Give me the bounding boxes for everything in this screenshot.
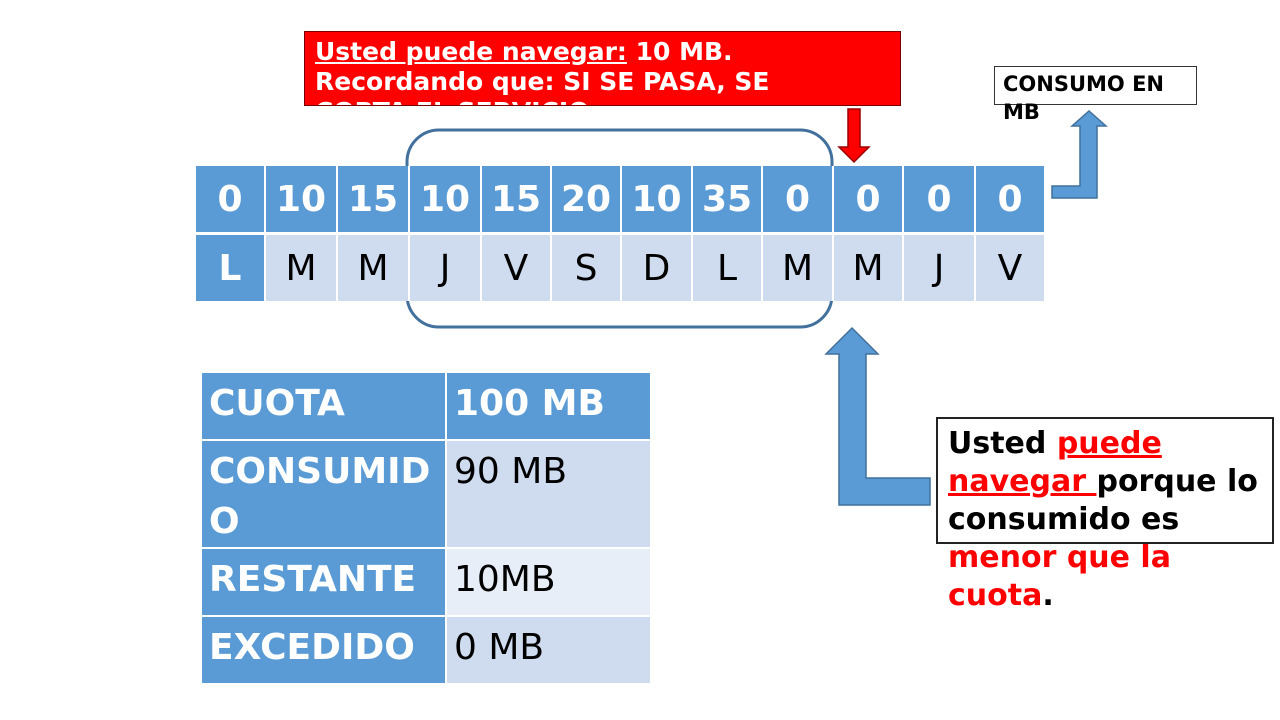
value-cell: 10 xyxy=(265,166,338,234)
day-row: L M M J V S D L M M J V xyxy=(196,232,1046,301)
note-highlight-navegar: puede navegar xyxy=(948,426,1162,499)
day-cell: V xyxy=(481,232,552,301)
note-text-1: Usted xyxy=(948,426,1057,461)
remaining-key: RESTANTE xyxy=(200,547,447,617)
day-cell: L xyxy=(692,232,763,301)
value-cell: 15 xyxy=(337,166,410,234)
day-cell: M xyxy=(833,232,904,301)
consumption-row: 0 10 15 10 15 20 10 35 0 0 0 0 xyxy=(196,166,1046,234)
banner-line-3: CORTA EL SERVICIO xyxy=(315,97,890,105)
value-cell: 0 xyxy=(975,166,1046,234)
value-cell: 35 xyxy=(692,166,763,234)
large-bent-up-arrow-icon xyxy=(824,326,931,506)
note-text-3: . xyxy=(1042,578,1054,613)
consumed-key: CONSUMIDO xyxy=(200,439,447,549)
value-cell: 0 xyxy=(833,166,904,234)
value-cell: 0 xyxy=(903,166,976,234)
consumed-value: 90 MB xyxy=(445,439,652,549)
value-cell: 20 xyxy=(551,166,622,234)
value-cell: 0 xyxy=(762,166,834,234)
day-cell: V xyxy=(975,232,1046,301)
weekly-consumption-table: 0 10 15 10 15 20 10 35 0 0 0 0 L M M J V… xyxy=(196,166,1046,301)
day-cell: J xyxy=(409,232,482,301)
quota-key: CUOTA xyxy=(200,371,447,441)
quota-row: CUOTA 100 MB xyxy=(200,371,652,441)
day-cell: D xyxy=(621,232,693,301)
exceeded-row: EXCEDIDO 0 MB xyxy=(200,615,652,685)
remaining-value: 10MB xyxy=(445,547,652,617)
banner-amount-text: 10 MB. xyxy=(626,37,733,66)
day-cell: J xyxy=(903,232,976,301)
navigation-banner: Usted puede navegar: 10 MB. Recordando q… xyxy=(304,31,901,106)
bent-up-arrow-icon xyxy=(1051,109,1108,199)
day-cell: M xyxy=(337,232,410,301)
note-text-2: porque lo consumido es xyxy=(948,464,1258,537)
value-cell: 10 xyxy=(409,166,482,234)
value-cell: 10 xyxy=(621,166,693,234)
consumed-row: CONSUMIDO 90 MB xyxy=(200,439,652,549)
remaining-row: RESTANTE 10MB xyxy=(200,547,652,617)
consumo-label: CONSUMO EN MB xyxy=(994,66,1197,124)
exceeded-key: EXCEDIDO xyxy=(200,615,447,685)
quota-value: 100 MB xyxy=(445,371,652,441)
day-cell: M xyxy=(265,232,338,301)
value-cell: 0 xyxy=(196,166,266,234)
explanation-note: Usted puede navegar porque lo consumido … xyxy=(936,417,1274,613)
banner-underlined-text: Usted puede navegar: xyxy=(315,37,627,66)
day-cell: M xyxy=(762,232,834,301)
red-down-arrow-icon xyxy=(837,108,871,164)
quota-summary-table: CUOTA 100 MB CONSUMIDO 90 MB RESTANTE 10… xyxy=(200,371,652,685)
note-highlight-menor: menor que la cuota xyxy=(948,540,1171,613)
value-cell: 15 xyxy=(481,166,552,234)
banner-line-2: Recordando que: SI SE PASA, SE xyxy=(315,67,770,96)
exceeded-value: 0 MB xyxy=(445,615,652,685)
day-cell: S xyxy=(551,232,622,301)
day-cell: L xyxy=(196,232,266,301)
